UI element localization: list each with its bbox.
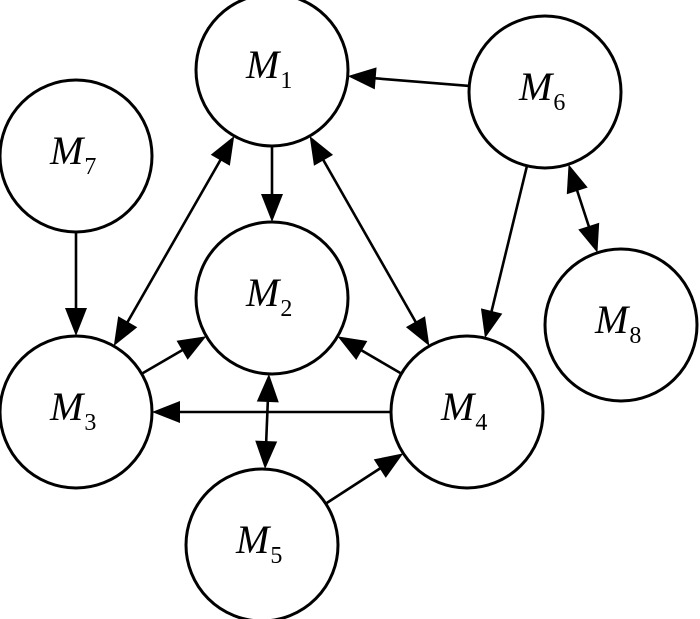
arrowhead <box>566 164 588 195</box>
arrowhead <box>337 336 368 360</box>
node-label: M5 <box>235 517 282 569</box>
node-circle <box>194 220 350 376</box>
node-label: M4 <box>440 384 487 436</box>
arrowhead <box>65 308 87 336</box>
node-label: M3 <box>49 384 96 436</box>
edge-m4-m3 <box>152 401 391 423</box>
node-letter: M <box>235 517 272 562</box>
edge-m1-m2 <box>261 146 283 222</box>
node-letter: M <box>49 128 86 173</box>
arrowhead <box>113 316 138 347</box>
edge-m5-m4 <box>325 453 404 505</box>
node-subscript: 3 <box>84 410 96 436</box>
node-subscript: 4 <box>475 410 487 436</box>
node-circle <box>543 247 699 403</box>
arrowhead <box>255 440 278 470</box>
node-circle <box>194 0 350 148</box>
node-label: M2 <box>245 270 292 322</box>
edge-line <box>575 188 591 229</box>
node-letter: M <box>245 270 282 315</box>
node-m7: M7 <box>0 78 154 234</box>
edge-m3-m1 <box>113 135 235 347</box>
arrowhead <box>578 222 600 253</box>
node-label: M6 <box>518 64 565 116</box>
node-label: M8 <box>594 297 641 349</box>
edge-line <box>264 399 270 444</box>
node-letter: M <box>440 384 477 429</box>
node-m5: M5 <box>184 467 340 619</box>
edge-line <box>321 157 418 325</box>
node-subscript: 8 <box>629 323 641 349</box>
arrowhead <box>347 67 377 90</box>
node-subscript: 5 <box>270 543 282 569</box>
edge-m7-m3 <box>65 232 87 336</box>
edge-line <box>125 157 223 325</box>
node-letter: M <box>49 384 86 429</box>
node-label: M1 <box>245 42 292 94</box>
arrowhead <box>176 336 207 360</box>
arrowhead <box>256 373 279 403</box>
node-letter: M <box>518 64 555 109</box>
node-m4: M4 <box>389 334 545 490</box>
node-m3: M3 <box>0 334 154 490</box>
arrowhead <box>210 135 235 166</box>
node-subscript: 7 <box>84 154 96 180</box>
node-circle <box>0 78 154 234</box>
edges-layer <box>65 67 600 505</box>
arrowhead <box>309 136 334 166</box>
node-label: M7 <box>49 128 96 180</box>
edge-line <box>325 466 383 505</box>
node-m2: M2 <box>194 220 350 376</box>
arrowhead <box>261 194 283 222</box>
edge-m2-m5 <box>255 373 279 470</box>
edge-m3-m2 <box>141 336 207 375</box>
node-subscript: 6 <box>553 90 565 116</box>
edge-m6-m4 <box>480 165 529 339</box>
node-m6: M6 <box>467 14 623 170</box>
edge-line <box>489 165 529 314</box>
arrowhead <box>480 308 503 339</box>
node-circle <box>184 467 340 619</box>
node-subscript: 2 <box>280 296 292 322</box>
node-m1: M1 <box>194 0 350 148</box>
arrowhead <box>405 316 430 346</box>
node-circle <box>389 334 545 490</box>
node-subscript: 1 <box>280 68 292 94</box>
edge-line <box>359 348 403 375</box>
edge-line <box>373 76 470 88</box>
node-m8: M8 <box>543 247 699 403</box>
edge-m4-m1 <box>309 136 430 346</box>
node-circle <box>467 14 623 170</box>
edge-m6-m8 <box>566 164 600 253</box>
node-letter: M <box>245 42 282 87</box>
edge-line <box>141 348 185 375</box>
node-circle <box>0 334 154 490</box>
node-letter: M <box>594 297 631 342</box>
edge-m4-m2 <box>337 336 403 375</box>
edge-m6-m1 <box>347 67 470 90</box>
arrowhead <box>373 453 404 478</box>
arrowhead <box>152 401 180 423</box>
